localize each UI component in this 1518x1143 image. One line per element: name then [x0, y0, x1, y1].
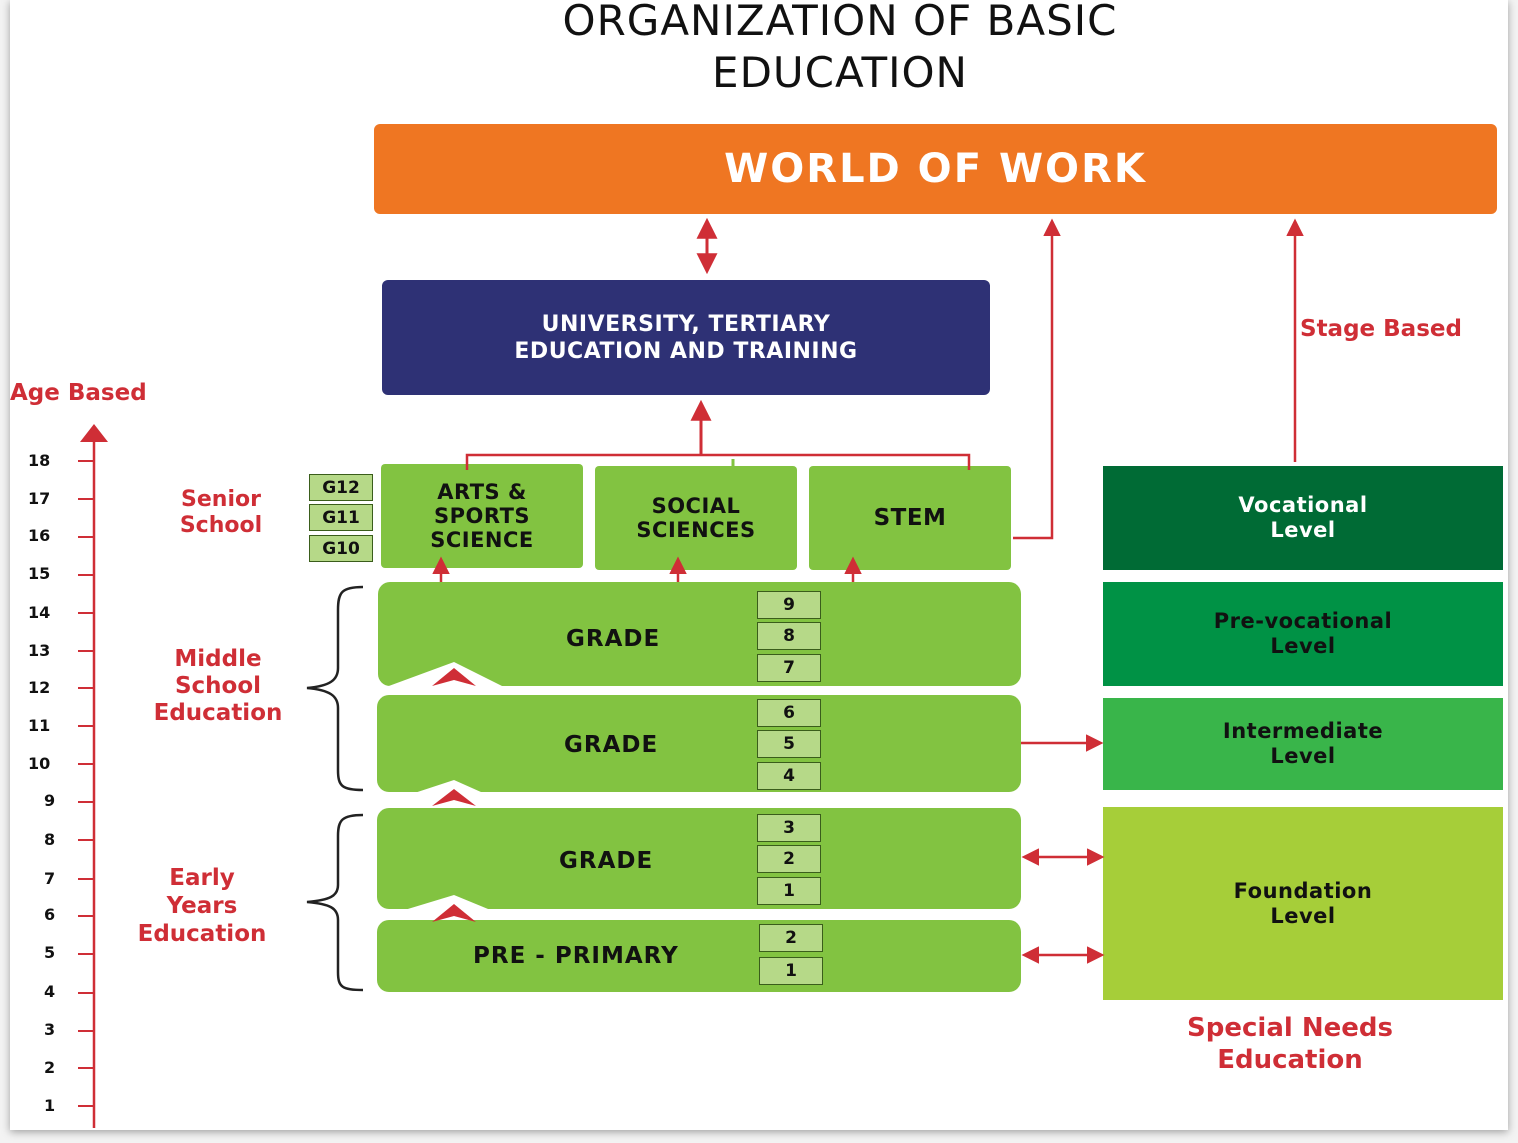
pre-primary-block: [377, 920, 1021, 992]
early-years-brace: [306, 813, 364, 992]
notch-middle: [378, 780, 510, 805]
grade-badge-label: G12: [322, 477, 360, 498]
level-label: Vocational Level: [1238, 493, 1368, 542]
grade-label-upper-middle: GRADE: [566, 626, 661, 652]
grade-badge-label: G11: [322, 507, 360, 528]
world-of-work-box: WORLD OF WORK: [374, 124, 1497, 214]
special-needs-label: Special Needs Education: [1187, 1013, 1393, 1075]
grade-block-4-6: [377, 695, 1021, 792]
age-tick-label: 7: [44, 869, 56, 888]
grade-block-1-3: [377, 808, 1021, 909]
foundation-level-box: Foundation Level: [1103, 807, 1503, 1000]
university-box: UNIVERSITY, TERTIARY EDUCATION AND TRAIN…: [382, 280, 990, 395]
vocational-level-box: Vocational Level: [1103, 466, 1503, 570]
stage-based-label: Stage Based: [1300, 316, 1462, 342]
university-label: UNIVERSITY, TERTIARY EDUCATION AND TRAIN…: [514, 311, 858, 364]
age-tick-label: 8: [44, 830, 56, 849]
grade-number-box: 2: [757, 845, 821, 873]
age-tick-label: 16: [28, 526, 51, 545]
grade-badge-label: G10: [322, 538, 360, 559]
age-tick-label: 6: [44, 905, 56, 924]
grade-number-box: 1: [759, 957, 823, 985]
age-tick-label: 17: [28, 489, 51, 508]
grade-number-box: 5: [757, 730, 821, 758]
level-label: Intermediate Level: [1222, 719, 1384, 768]
age-tick-label: 3: [44, 1020, 56, 1039]
grade-label-lower-middle: GRADE: [564, 732, 659, 758]
age-tick-label: 10: [28, 754, 51, 773]
age-tick-label: 14: [28, 603, 51, 622]
notch-upper: [378, 662, 510, 690]
grade-number-box: 9: [757, 591, 821, 619]
age-tick-label: 5: [44, 943, 56, 962]
age-axis-arrowhead: [80, 424, 108, 442]
world-of-work-label: WORLD OF WORK: [724, 146, 1147, 192]
title-line-1: ORGANIZATION OF BASIC: [562, 0, 1118, 45]
pathway-social-sciences: SOCIAL SCIENCES: [595, 466, 797, 570]
title-line-2: EDUCATION: [712, 48, 968, 97]
pathway-arts-sports-science: ARTS & SPORTS SCIENCE: [381, 464, 583, 568]
grade-number-box: 2: [759, 924, 823, 952]
grade-number: 9: [783, 595, 795, 615]
pathway-label: SOCIAL SCIENCES: [636, 494, 756, 542]
stem-to-work-arrow: [1013, 218, 1061, 540]
pre-primary-label: PRE - PRIMARY: [473, 943, 679, 969]
grade-number-box: 3: [757, 814, 821, 842]
pathway-label: STEM: [873, 505, 947, 531]
age-tick-label: 12: [28, 678, 51, 697]
grade-number: 2: [783, 849, 795, 869]
grade-badge-g12: G12: [309, 474, 373, 501]
age-axis-tick-marks: [78, 460, 94, 1107]
grade-number-box: 7: [757, 654, 821, 682]
senior-school-label: Senior School: [179, 487, 263, 538]
grade-label-primary: GRADE: [559, 848, 654, 874]
level-label: Pre-vocational Level: [1213, 609, 1393, 658]
grade-number: 1: [785, 961, 797, 981]
grade-number: 2: [785, 928, 797, 948]
age-tick-label: 18: [28, 451, 51, 470]
middle-school-brace: [306, 585, 364, 792]
pathway-stem: STEM: [809, 466, 1011, 570]
grade-number: 4: [783, 766, 795, 786]
grade-number-box: 1: [757, 877, 821, 905]
progression-chevron-upper: [432, 668, 476, 686]
age-tick-label: 15: [28, 564, 51, 583]
level-label: Foundation Level: [1233, 878, 1373, 928]
age-tick-label: 1: [44, 1096, 56, 1115]
middle-school-label: Middle School Education: [153, 646, 283, 726]
pre-vocational-level-box: Pre-vocational Level: [1103, 582, 1503, 686]
grade-number: 1: [783, 881, 795, 901]
progression-chevron-middle: [432, 789, 476, 806]
age-tick-label: 11: [28, 716, 51, 735]
progression-chevron-lower: [432, 904, 476, 922]
grade-number: 7: [783, 658, 795, 678]
notch-lower: [378, 895, 510, 918]
early-years-label: Early Years Education: [137, 865, 267, 947]
grade-number-box: 8: [757, 622, 821, 650]
grade-number-box: 4: [757, 762, 821, 790]
age-tick-label: 9: [44, 791, 56, 810]
grade-number: 8: [783, 626, 795, 646]
grade-badge-g11: G11: [309, 504, 373, 531]
age-based-label: Age Based: [10, 380, 147, 406]
pathway-label: ARTS & SPORTS SCIENCE: [430, 480, 534, 552]
grade-block-7-9: [378, 582, 1021, 686]
pathways-bracket: [465, 453, 971, 470]
age-tick-label: 13: [28, 641, 51, 660]
intermediate-level-box: Intermediate Level: [1103, 698, 1503, 790]
grade-badge-g10: G10: [309, 535, 373, 562]
age-tick-label: 4: [44, 982, 56, 1001]
grade-number: 5: [783, 734, 795, 754]
grade-number: 3: [783, 818, 795, 838]
age-tick-label: 2: [44, 1058, 56, 1077]
grade-number: 6: [783, 703, 795, 723]
grade-number-box: 6: [757, 699, 821, 727]
